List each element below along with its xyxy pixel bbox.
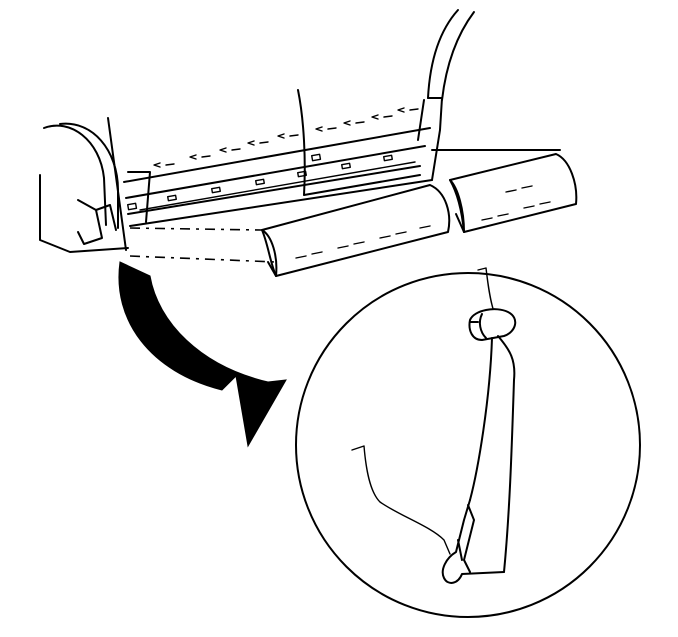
molding-cross-section bbox=[351, 335, 516, 584]
retainer-clips bbox=[127, 107, 419, 223]
rocker-molding-front bbox=[261, 184, 451, 277]
alignment-lines bbox=[129, 149, 560, 263]
callout-arrow bbox=[118, 261, 287, 448]
body-side-panel bbox=[39, 9, 561, 253]
rocker-molding-rear bbox=[449, 153, 578, 233]
clip-detail bbox=[468, 267, 517, 341]
detail-view-circle bbox=[295, 272, 641, 618]
